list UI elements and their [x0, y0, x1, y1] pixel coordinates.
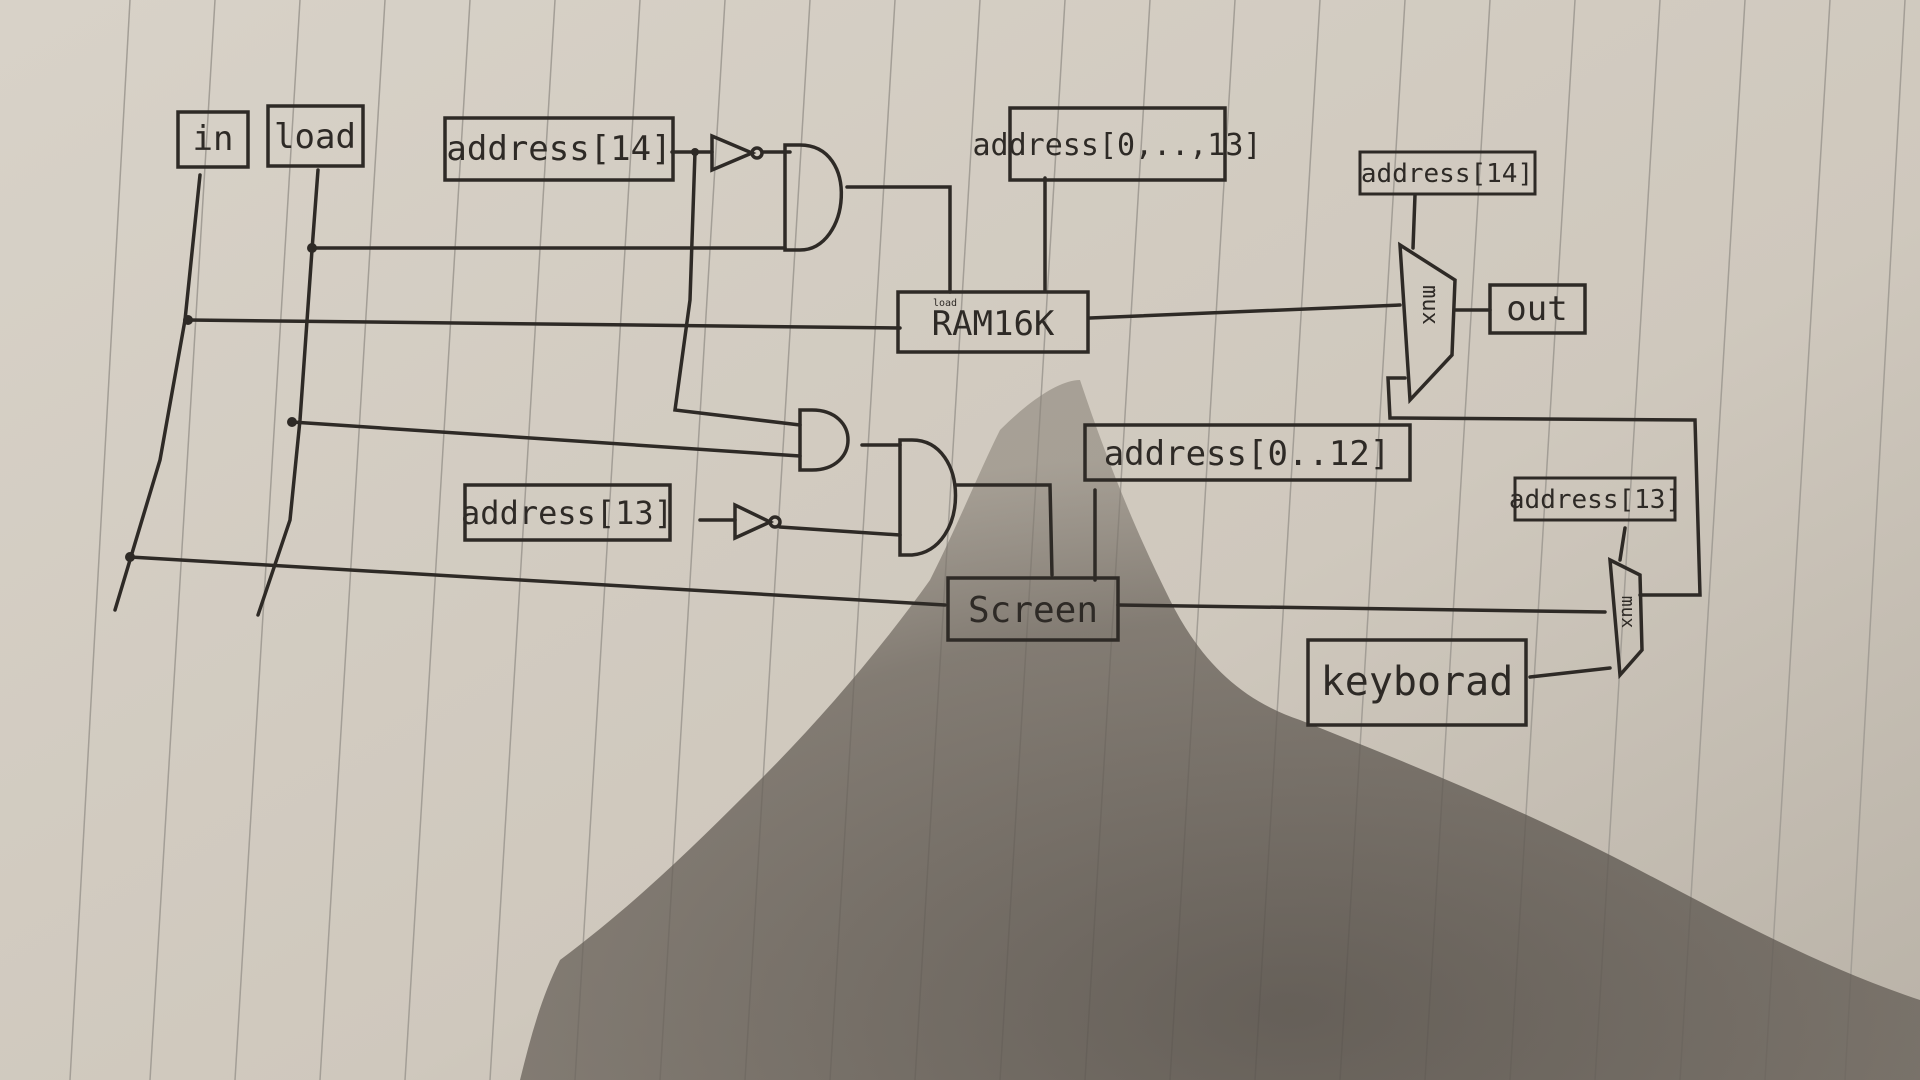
- address-0-12-box: address[0..12]: [1083, 423, 1412, 482]
- mux-bottom-shape: [1607, 557, 1644, 680]
- mux-bottom-label: mux: [1617, 596, 1638, 629]
- address14-top-box: address[14]: [443, 116, 675, 182]
- not-gate-top: [710, 133, 764, 173]
- keyboard-label: keyborad: [1321, 659, 1514, 705]
- ram-load-label: load: [933, 298, 957, 309]
- in-label: in: [193, 119, 234, 159]
- address13-left-box: address[13]: [461, 483, 673, 542]
- load-box: load: [266, 104, 365, 168]
- ram16k-box: load RAM16K: [896, 290, 1090, 354]
- address13-left-label: address[13]: [461, 494, 673, 532]
- address-0-12-label: address[0..12]: [1104, 434, 1391, 474]
- keyboard-box: keyborad: [1306, 638, 1528, 727]
- or-gate: [898, 438, 958, 557]
- address14-top-label: address[14]: [446, 129, 671, 169]
- hand-shadow: [520, 380, 1920, 1080]
- in-box: in: [176, 110, 250, 169]
- screen-label: Screen: [968, 590, 1098, 631]
- wires: [113, 150, 1702, 679]
- address13-right-label: address[13]: [1509, 485, 1681, 515]
- not-gate-bottom: [733, 502, 782, 541]
- address14-mux-box: address[14]: [1358, 150, 1537, 196]
- address-0-13-label: address[0,..,13]: [973, 128, 1262, 163]
- load-label: load: [274, 117, 356, 157]
- junctions: [125, 148, 699, 562]
- ram16k-label: RAM16K: [932, 304, 1055, 344]
- out-box: out: [1488, 283, 1587, 335]
- address13-right-box: address[13]: [1509, 476, 1681, 522]
- address-0-13-box: address[0,..,13]: [973, 106, 1262, 182]
- screen-box: Screen: [946, 576, 1120, 642]
- out-label: out: [1506, 289, 1567, 329]
- address14-mux-label: address[14]: [1361, 159, 1533, 189]
- and-gate-top: [783, 143, 844, 252]
- and-gate-mid: [798, 408, 850, 472]
- mux-top-shape: [1398, 241, 1457, 405]
- mux-top-label: mux: [1417, 285, 1442, 325]
